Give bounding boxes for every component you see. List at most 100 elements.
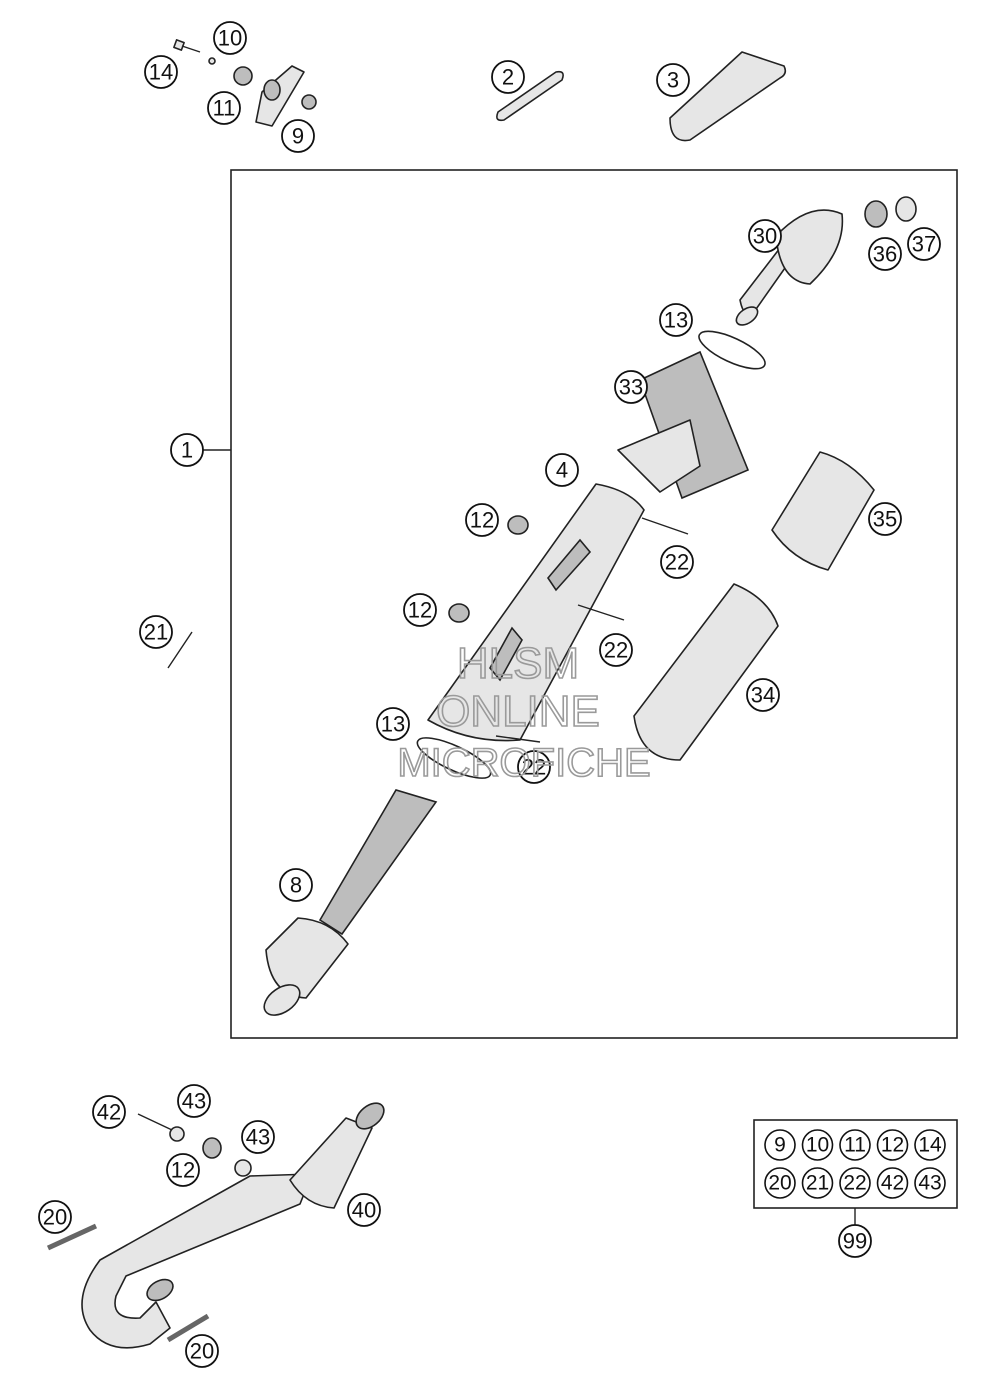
svg-text:4: 4	[556, 458, 568, 483]
callout-13-upper: 13	[659, 303, 693, 337]
bolt-part-14	[173, 39, 201, 53]
ring-part-37	[895, 196, 917, 222]
svg-text:43: 43	[246, 1125, 270, 1150]
svg-text:8: 8	[290, 873, 302, 898]
callout-22-lower: 22	[517, 750, 551, 784]
kit-item-row1-2: 11	[839, 1129, 871, 1161]
kit-item-label: 21	[806, 1172, 829, 1195]
svg-text:12: 12	[470, 508, 494, 533]
assembly-frame	[230, 169, 958, 1039]
svg-text:22: 22	[604, 638, 628, 663]
watermark-line-3: MICROFICHE	[397, 741, 650, 785]
svg-text:1: 1	[181, 438, 193, 463]
callout-34: 34	[746, 678, 780, 712]
callout-12-lower: 12	[166, 1153, 200, 1187]
kit-item-label: 10	[806, 1134, 829, 1157]
callout-21: 21	[139, 615, 173, 649]
kit-row-2: 20 21 22 42 43	[764, 1167, 946, 1199]
svg-text:99: 99	[843, 1229, 867, 1254]
svg-text:12: 12	[171, 1158, 195, 1183]
kit-item-label: 11	[844, 1134, 866, 1157]
callout-40: 40	[347, 1193, 381, 1227]
svg-text:22: 22	[522, 755, 546, 780]
svg-text:9: 9	[292, 124, 304, 149]
callout-35: 35	[868, 502, 902, 536]
spring-part-20-upper	[46, 1223, 98, 1251]
gasket-part-13-lower	[416, 737, 492, 779]
callout-2: 2	[491, 60, 525, 94]
svg-text:10: 10	[218, 26, 242, 51]
svg-text:14: 14	[149, 60, 173, 85]
decal-part-3	[669, 51, 787, 142]
callout-12-middle: 12	[403, 593, 437, 627]
callout-43-lower: 43	[241, 1120, 275, 1154]
screw-part-22-lower	[495, 735, 541, 743]
callout-4: 4	[545, 453, 579, 487]
callout-43-upper: 43	[177, 1084, 211, 1118]
callout-36: 36	[868, 237, 902, 271]
kit-item-row2-3: 42	[876, 1167, 909, 1199]
grommet-part-12-middle	[448, 603, 470, 623]
svg-text:20: 20	[190, 1339, 214, 1364]
kit-item-label: 22	[843, 1172, 866, 1195]
header-pipe-part-40	[81, 1102, 385, 1349]
kit-item-label: 14	[918, 1134, 942, 1157]
kit-item-row2-0: 20	[764, 1167, 796, 1199]
washer-part-43-lower	[234, 1159, 252, 1177]
kit-item-label: 42	[881, 1172, 904, 1195]
callout-22-middle: 22	[599, 633, 633, 667]
kit-item-row2-4: 43	[914, 1167, 946, 1199]
screw-part-22-middle	[577, 604, 625, 621]
decal-part-2	[496, 70, 564, 122]
svg-text:3: 3	[667, 68, 679, 93]
svg-text:33: 33	[619, 375, 643, 400]
svg-text:34: 34	[751, 683, 775, 708]
spring-part-21	[167, 631, 193, 669]
ring-part-36	[864, 200, 888, 228]
grommet-part-12-lower	[202, 1137, 222, 1159]
inner-pipe-part-8	[263, 789, 438, 1016]
kit-item-row2-2: 22	[839, 1167, 871, 1199]
watermark-line-1: HLSM	[457, 639, 579, 688]
grommet-part-11	[233, 66, 253, 86]
end-cap-part-30	[735, 209, 844, 326]
callout-12-upper: 12	[465, 503, 499, 537]
grommet-part-12-upper	[507, 515, 529, 535]
outer-shell-part-34	[633, 583, 779, 761]
callout-20-upper: 20	[38, 1200, 72, 1234]
bracket-part	[255, 65, 305, 127]
kit-item-row1-1: 10	[801, 1129, 834, 1161]
svg-text:40: 40	[352, 1198, 376, 1223]
sleeve-part-35	[771, 451, 875, 571]
kit-item-label: 9	[774, 1134, 786, 1157]
svg-text:22: 22	[665, 550, 689, 575]
callout-13-lower: 13	[376, 707, 410, 741]
callout-37: 37	[907, 227, 941, 261]
callout-99: 99	[838, 1224, 872, 1258]
callout-9: 9	[281, 119, 315, 153]
kit-item-row1-0: 9	[764, 1129, 796, 1161]
callout-22-upper: 22	[660, 545, 694, 579]
svg-text:12: 12	[408, 598, 432, 623]
svg-text:13: 13	[381, 712, 405, 737]
callout-3: 3	[656, 63, 690, 97]
svg-text:2: 2	[502, 65, 514, 90]
svg-text:35: 35	[873, 507, 897, 532]
callout-1: 1	[170, 433, 204, 467]
washer-part-10	[208, 57, 216, 65]
svg-text:20: 20	[43, 1205, 67, 1230]
svg-text:21: 21	[144, 620, 168, 645]
svg-text:43: 43	[182, 1089, 206, 1114]
insert-part-33	[617, 350, 750, 500]
nut-part-9	[301, 94, 317, 110]
callout-14: 14	[144, 55, 178, 89]
callout-42: 42	[92, 1095, 126, 1129]
callout-8: 8	[279, 868, 313, 902]
svg-text:11: 11	[213, 96, 236, 121]
spring-part-20-lower	[166, 1313, 210, 1343]
svg-text:30: 30	[753, 224, 777, 249]
washer-part-43-upper	[169, 1126, 185, 1142]
kit-item-row1-4: 14	[914, 1129, 946, 1161]
kit-item-label: 20	[768, 1172, 791, 1195]
